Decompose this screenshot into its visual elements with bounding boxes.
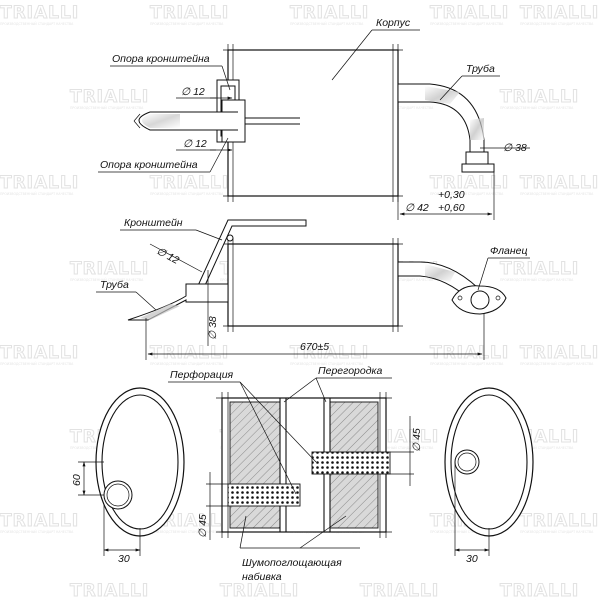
watermark-brand: TRIALLI [520, 511, 599, 531]
watermark-subtitle: ПРОИЗВОДСТВЕННЫЙ СТАНДАРТ КАЧЕСТВА [0, 529, 74, 534]
label-perforatsiya: Перфорация [170, 369, 234, 381]
left-end-port [103, 480, 133, 510]
dim-d45-right: ∅ 45 [411, 428, 423, 452]
watermark-brand: TRIALLI [220, 581, 299, 600]
left-end-view: 60 30 [71, 387, 185, 565]
dim-tol-upper: +0,30 [438, 189, 465, 201]
watermark-subtitle: ПРОИЗВОДСТВЕННЫЙ СТАНДАРТ КАЧЕСТВА [70, 277, 144, 282]
watermark-subtitle: ПРОИЗВОДСТВЕННЫЙ СТАНДАРТ КАЧЕСТВА [0, 21, 74, 26]
dim-h60: 60 [71, 474, 83, 486]
dim-d12-b: ∅ 12 [183, 138, 207, 150]
label-korpus: Корпус [376, 17, 411, 29]
watermark-brand: TRIALLI [70, 581, 149, 600]
label-opora-top: Опора кронштейна [112, 53, 210, 65]
watermark-brand: TRIALLI [0, 511, 79, 531]
watermark-subtitle: ПРОИЗВОДСТВЕННЫЙ СТАНДАРТ КАЧЕСТВА [430, 21, 504, 26]
watermark-subtitle: ПРОИЗВОДСТВЕННЫЙ СТАНДАРТ КАЧЕСТВА [520, 361, 594, 366]
watermark-brand: TRIALLI [290, 3, 369, 23]
dim-d38-side: ∅ 38 [207, 316, 219, 340]
perforated-tube-right [311, 451, 391, 475]
watermark-brand: TRIALLI [360, 581, 439, 600]
left-end-outer [95, 387, 185, 537]
watermark-subtitle: ПРОИЗВОДСТВЕННЫЙ СТАНДАРТ КАЧЕСТВА [500, 105, 574, 110]
watermark-brand: TRIALLI [70, 87, 149, 107]
label-opora-bottom: Опора кронштейна [100, 159, 198, 171]
label-noise-line1: Шумопоглощающая [242, 557, 342, 569]
watermark-brand: TRIALLI [430, 3, 509, 23]
watermark-brand: TRIALLI [520, 173, 599, 193]
dim-d42: ∅ 42 [405, 202, 429, 214]
watermark-subtitle: ПРОИЗВОДСТВЕННЫЙ СТАНДАРТ КАЧЕСТВА [290, 361, 364, 366]
watermark-brand: TRIALLI [500, 259, 579, 279]
top-view: ∅ 12 ∅ 12 ∅ 38 +0,30 ∅ 42 +0,60 Корпус О… [98, 17, 530, 220]
watermark-subtitle: ПРОИЗВОДСТВЕННЫЙ СТАНДАРТ КАЧЕСТВА [0, 191, 74, 196]
watermark-subtitle: ПРОИЗВОДСТВЕННЫЙ СТАНДАРТ КАЧЕСТВА [150, 529, 224, 534]
side-view: Кронштейн ∅ 12 Труба Фланец ∅ 38 670±5 [96, 217, 530, 360]
dim-tol-lower: +0,60 [438, 202, 465, 214]
top-body [227, 49, 399, 197]
label-kronshtein: Кронштейн [124, 217, 183, 229]
watermark-brand: TRIALLI [70, 259, 149, 279]
section-view: Перфорация Перегородка ∅ 45 ∅ 45 Шумопог… [168, 365, 423, 583]
perforated-tube-left [227, 483, 301, 507]
watermark-brand: TRIALLI [0, 343, 79, 363]
watermark-subtitle: ПРОИЗВОДСТВЕННЫЙ СТАНДАРТ КАЧЕСТВА [360, 445, 434, 450]
dim-w30-left: 30 [118, 553, 130, 565]
watermark-subtitle: ПРОИЗВОДСТВЕННЫЙ СТАНДАРТ КАЧЕСТВА [290, 21, 364, 26]
label-peregorodka: Перегородка [318, 365, 382, 377]
dim-length: 670±5 [300, 341, 329, 353]
watermark-brand: TRIALLI [500, 581, 579, 600]
watermark-brand: TRIALLI [520, 343, 599, 363]
watermark-brand: TRIALLI [0, 173, 79, 193]
watermark-subtitle: ПРОИЗВОДСТВЕННЫЙ СТАНДАРТ КАЧЕСТВА [520, 21, 594, 26]
watermark-subtitle: ПРОИЗВОДСТВЕННЫЙ СТАНДАРТ КАЧЕСТВА [70, 105, 144, 110]
watermark-brand: TRIALLI [150, 173, 229, 193]
label-flanets: Фланец [490, 245, 528, 257]
watermark-subtitle: ПРОИЗВОДСТВЕННЫЙ СТАНДАРТ КАЧЕСТВА [0, 361, 74, 366]
watermark-brand: TRIALLI [430, 173, 509, 193]
watermark-brand: TRIALLI [0, 3, 79, 23]
dim-d45-left: ∅ 45 [197, 514, 209, 538]
side-body [227, 243, 399, 327]
watermark-brand: TRIALLI [520, 3, 599, 23]
dim-d12-c: ∅ 12 [154, 245, 181, 267]
label-noise-line2: набивка [242, 571, 282, 583]
label-truba-bottom: Труба [100, 279, 129, 291]
watermark-brand: TRIALLI [150, 3, 229, 23]
watermark-subtitle: ПРОИЗВОДСТВЕННЫЙ СТАНДАРТ КАЧЕСТВА [150, 361, 224, 366]
right-end-view: 30 [444, 387, 534, 565]
watermark-subtitle: ПРОИЗВОДСТВЕННЫЙ СТАНДАРТ КАЧЕСТВА [500, 277, 574, 282]
watermark-brand: TRIALLI [430, 343, 509, 363]
dim-w30-right: 30 [466, 553, 478, 565]
right-end-port [454, 449, 480, 475]
dim-d38-top: ∅ 38 [503, 142, 527, 154]
watermark-subtitle: ПРОИЗВОДСТВЕННЫЙ СТАНДАРТ КАЧЕСТВА [520, 529, 594, 534]
side-inlet-pipe [127, 283, 229, 321]
watermark-subtitle: ПРОИЗВОДСТВЕННЫЙ СТАНДАРТ КАЧЕСТВА [430, 361, 504, 366]
watermark-subtitle: ПРОИЗВОДСТВЕННЫЙ СТАНДАРТ КАЧЕСТВА [150, 191, 224, 196]
label-truba-top: Труба [466, 63, 495, 75]
dim-d12-a: ∅ 12 [181, 86, 205, 98]
watermark-subtitle: ПРОИЗВОДСТВЕННЫЙ СТАНДАРТ КАЧЕСТВА [520, 191, 594, 196]
watermark-subtitle: ПРОИЗВОДСТВЕННЫЙ СТАНДАРТ КАЧЕСТВА [430, 191, 504, 196]
watermark-brand: TRIALLI [150, 343, 229, 363]
watermark-subtitle: ПРОИЗВОДСТВЕННЫЙ СТАНДАРТ КАЧЕСТВА [150, 21, 224, 26]
watermark-subtitle: ПРОИЗВОДСТВЕННЫЙ СТАНДАРТ КАЧЕСТВА [430, 529, 504, 534]
watermark-brand: TRIALLI [500, 87, 579, 107]
watermark-subtitle: ПРОИЗВОДСТВЕННЫЙ СТАНДАРТ КАЧЕСТВА [500, 445, 574, 450]
